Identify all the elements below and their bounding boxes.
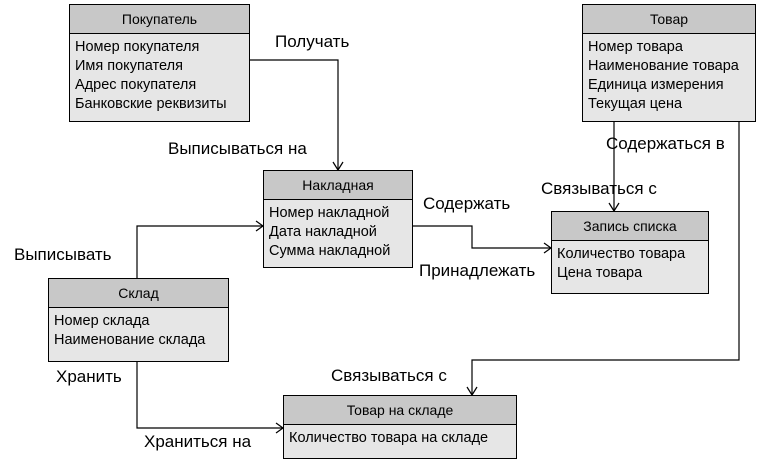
entity-title: Накладная	[264, 171, 412, 200]
crowsfoot-zapis-left	[543, 242, 552, 249]
entity-attributes: Количество товара на складе	[284, 425, 516, 448]
entity-attribute: Номер склада	[54, 313, 150, 329]
entity-title: Запись списка	[552, 212, 708, 241]
crowsfoot-tovarnasklade-left	[275, 427, 284, 434]
entity-tovar: Товар Номер товара Наименование товара Е…	[582, 4, 756, 122]
entity-sklad: Склад Номер склада Наименование склада	[48, 278, 229, 362]
line-nakladnaya-zapis	[413, 225, 551, 249]
relation-label-prinadlezhat: Принадлежать	[419, 261, 536, 280]
entity-attributes: Номер накладной Дата накладной Сумма нак…	[264, 200, 412, 261]
line-sklad-nakladnaya	[136, 225, 263, 278]
line-tovar-tovarnasklade	[471, 122, 740, 395]
relation-label-soderzhatsya-v: Содержаться в	[606, 134, 725, 153]
entity-attribute: Дата накладной	[269, 224, 377, 240]
relation-label-khranit: Хранить	[56, 367, 122, 386]
relation-label-soderzhat: Содержать	[423, 194, 511, 213]
entity-zapis-spiska: Запись списка Количество товара Цена тов…	[551, 211, 709, 294]
crowsfoot-nakladnaya-left	[255, 220, 264, 227]
entity-attribute: Количество товара	[557, 246, 686, 262]
crowsfoot-tovarnasklade-top	[466, 386, 473, 396]
crowsfoot-nakladnaya-left	[255, 225, 264, 232]
entity-title: Склад	[49, 279, 228, 308]
line-pokupatel-nakladnaya	[249, 59, 339, 170]
relation-label-vypisyvatsya-na: Выписываться на	[168, 139, 307, 158]
entity-pokupatel: Покупатель Номер покупателя Имя покупате…	[69, 4, 250, 122]
entity-attributes: Номер склада Наименование склада	[49, 308, 228, 350]
crowsfoot-nakladnaya-top	[332, 161, 339, 171]
entity-attribute: Имя покупателя	[75, 58, 183, 74]
entity-attributes: Количество товара Цена товара	[552, 241, 708, 283]
relation-label-poluchat: Получать	[275, 32, 350, 51]
crowsfoot-tovarnasklade-top	[471, 386, 478, 396]
entity-nakladnaya: Накладная Номер накладной Дата накладной…	[263, 170, 413, 268]
entity-attribute: Сумма накладной	[269, 243, 391, 259]
entity-attribute: Номер покупателя	[75, 39, 200, 55]
relation-label-svyazyvatsya-s-2: Связываться с	[331, 366, 447, 385]
relation-label-khranitsya-na: Храниться на	[144, 432, 252, 451]
entity-attribute: Номер товара	[588, 39, 683, 55]
entity-attribute: Цена товара	[557, 265, 643, 281]
line-sklad-tovarnasklade	[136, 362, 283, 429]
entity-title: Товар на складе	[284, 396, 516, 425]
crowsfoot-zapis-top	[613, 202, 620, 212]
entity-attributes: Номер товара Наименование товара Единица…	[583, 34, 755, 114]
crowsfoot-nakladnaya-top	[337, 161, 344, 171]
entity-attribute: Количество товара на складе	[289, 430, 489, 446]
crowsfoot-tovarnasklade-left	[275, 422, 284, 429]
entity-tovar-na-sklade: Товар на складе Количество товара на скл…	[283, 395, 517, 459]
entity-attribute: Единица измерения	[588, 77, 724, 93]
entity-attributes: Номер покупателя Имя покупателя Адрес по…	[70, 34, 249, 114]
entity-attribute: Наименование склада	[54, 332, 206, 348]
crowsfoot-zapis-top	[608, 202, 615, 212]
entity-title: Покупатель	[70, 5, 249, 34]
entity-attribute: Банковские реквизиты	[75, 96, 227, 112]
relation-label-svyazyvatsya-s: Связываться с	[541, 179, 657, 198]
relation-label-vypisyvat: Выписывать	[14, 245, 112, 264]
entity-title: Товар	[583, 5, 755, 34]
entity-attribute: Текущая цена	[588, 96, 683, 112]
entity-attribute: Адрес покупателя	[75, 77, 197, 93]
entity-attribute: Номер накладной	[269, 205, 390, 221]
crowsfoot-zapis-left	[543, 247, 552, 254]
entity-attribute: Наименование товара	[588, 58, 739, 74]
